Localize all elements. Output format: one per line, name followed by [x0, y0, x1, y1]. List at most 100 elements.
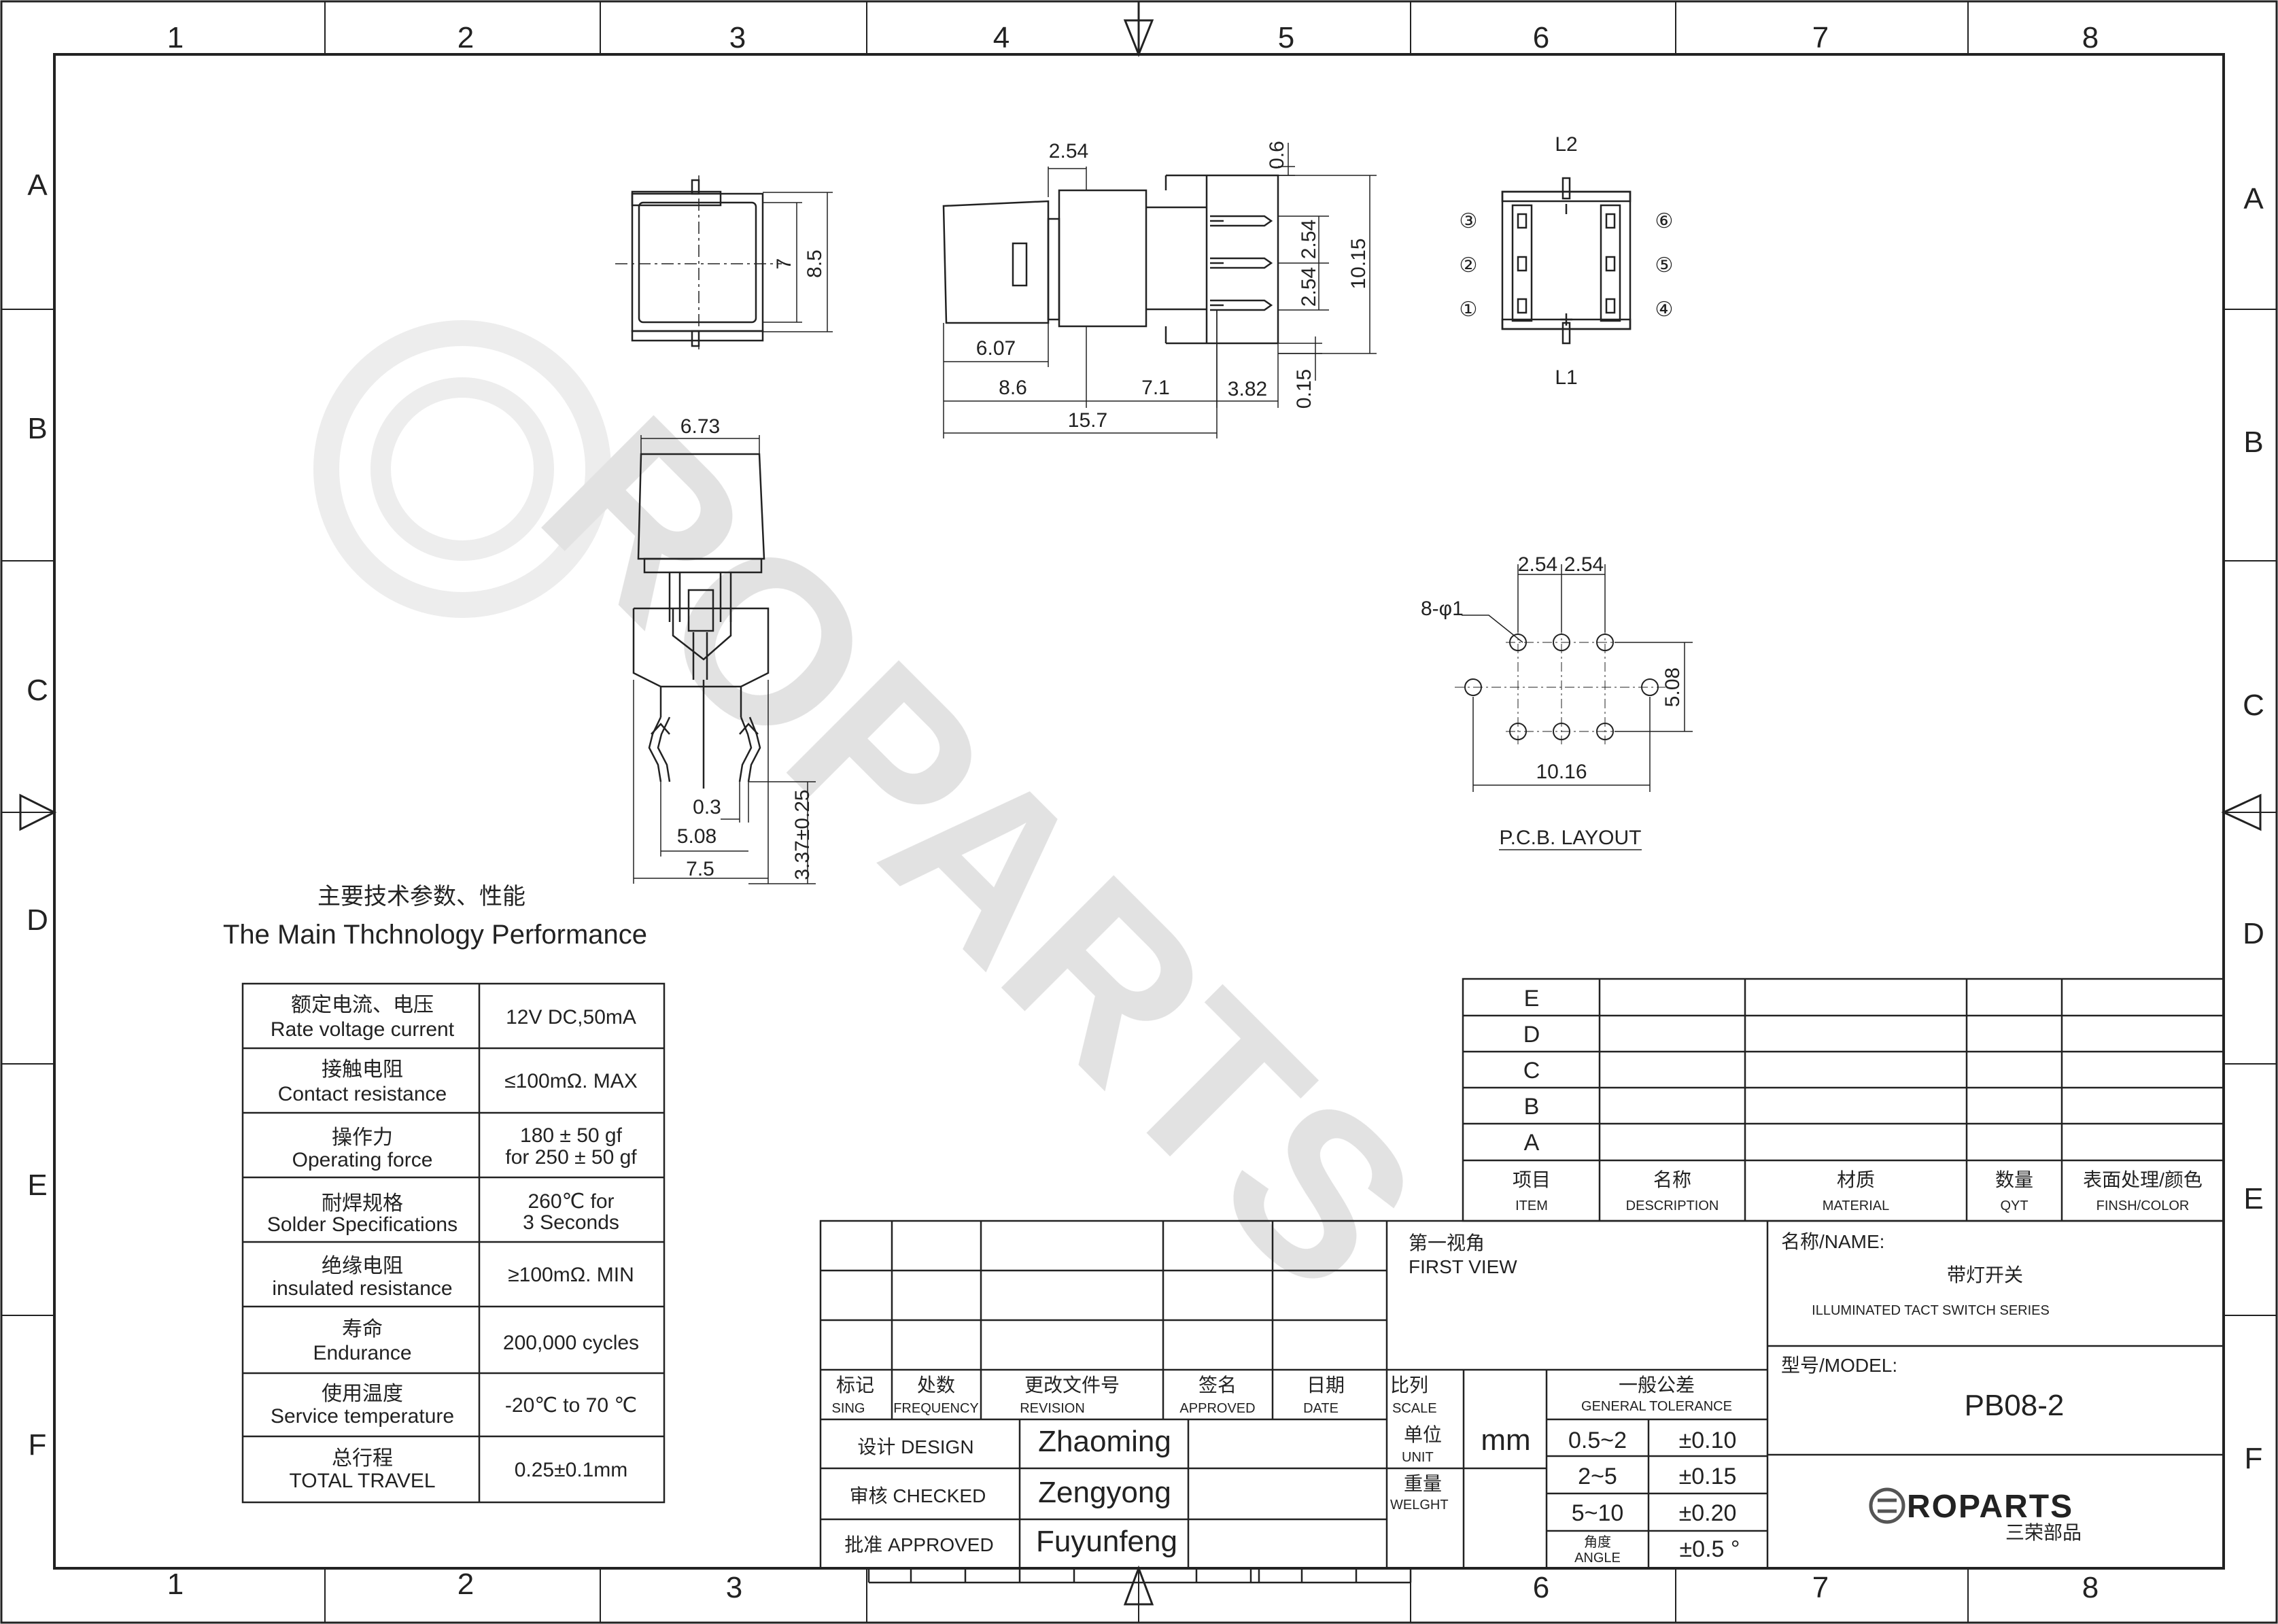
angle-cn: 角度	[1584, 1534, 1611, 1550]
approved-name: Fuyunfeng	[1036, 1525, 1177, 1558]
model-label: 型号/MODEL:	[1781, 1355, 1897, 1376]
pcb-layout	[1455, 564, 1693, 850]
signatories: 设计 DESIGN Zhaoming 审核 CHECKED Zengyong 批…	[844, 1425, 1177, 1558]
bom-row-b: B	[1524, 1094, 1540, 1120]
revision-headers: 标记 SING 处数 FREQUENCY 更改文件号 REVISION 签名 A…	[832, 1375, 1345, 1416]
pcb-width: 10.16	[1536, 761, 1587, 783]
angle-value: ±0.5 °	[1680, 1536, 1740, 1562]
dim-front-5-08: 5.08	[677, 825, 717, 848]
dim-top-inner: 7	[773, 258, 795, 270]
tolerance-cn: 一般公差	[1619, 1375, 1695, 1396]
unit-value: mm	[1481, 1423, 1530, 1457]
performance-title-cn: 主要技术参数、性能	[317, 884, 525, 910]
rev-revision-en: REVISION	[1020, 1401, 1085, 1416]
dim-side-2-54-top: 2.54	[1049, 140, 1088, 162]
zone-col-3-bottom: 3	[726, 1571, 742, 1604]
perf-row-5-label-en: insulated resistance	[272, 1277, 452, 1300]
zone-row-c-right: C	[2243, 689, 2264, 722]
bom-row-d: D	[1523, 1022, 1540, 1048]
perf-row-4-label-cn: 耐焊规格	[322, 1192, 403, 1215]
design-name: Zhaoming	[1038, 1425, 1171, 1458]
weight-cn: 重量	[1404, 1473, 1442, 1494]
perf-row-7-label-cn: 使用温度	[322, 1383, 403, 1405]
unit-en: UNIT	[1402, 1450, 1434, 1465]
dim-side-0-6: 0.6	[1266, 141, 1288, 169]
bom-row-a: A	[1524, 1130, 1540, 1156]
pin-label-l2: L2	[1555, 133, 1577, 156]
zone-row-b-left: B	[27, 412, 47, 445]
perf-row-8-value: 0.25±0.1mm	[515, 1459, 628, 1481]
tolerance-en: GENERAL TOLERANCE	[1581, 1399, 1732, 1414]
zone-col-1-top: 1	[167, 21, 184, 54]
zone-col-8-top: 8	[2082, 21, 2099, 54]
pcb-pitch-b: 2.54	[1564, 553, 1604, 576]
rev-date-cn: 日期	[1307, 1375, 1345, 1396]
logo-cn: 三荣部品	[2005, 1522, 2082, 1543]
perf-row-7-value: -20℃ to 70 ℃	[505, 1394, 637, 1417]
rev-date-en: DATE	[1303, 1401, 1339, 1416]
dim-front-7-5: 7.5	[686, 858, 714, 880]
view-scale-info: 第一视角 FIRST VIEW 比列 SCALE 单位 UNIT mm 重量 W…	[1390, 1232, 1531, 1513]
pin-label-6: ⑥	[1655, 210, 1674, 232]
dim-side-2-54-b: 2.54	[1298, 267, 1320, 307]
name-en: ILLUMINATED TACT SWITCH SERIES	[1812, 1303, 2050, 1318]
zone-col-1-bottom: 1	[167, 1568, 184, 1601]
company-logo: ROPARTS 三荣部品	[1869, 1487, 2082, 1543]
bom-header-qty-en: QYT	[2000, 1198, 2028, 1213]
pin-label-3: ③	[1460, 210, 1478, 232]
dim-side-10-15: 10.15	[1347, 238, 1370, 289]
pin-label-4: ④	[1655, 298, 1674, 321]
perf-row-8-label-en: TOTAL TRAVEL	[289, 1470, 435, 1492]
zone-row-f-left: F	[29, 1428, 47, 1462]
checked-name: Zengyong	[1038, 1476, 1171, 1509]
dim-side-8-6: 8.6	[999, 377, 1027, 399]
bom-row-e: E	[1524, 986, 1540, 1012]
pin-label-1: ①	[1460, 298, 1478, 321]
scale-en: SCALE	[1392, 1401, 1437, 1416]
first-view-cn: 第一视角	[1409, 1232, 1485, 1254]
zone-row-f-right: F	[2245, 1442, 2263, 1475]
centering-marks	[19, 1, 2262, 1606]
approved-label: 批准 APPROVED	[844, 1534, 993, 1555]
zone-col-7-bottom: 7	[1812, 1571, 1829, 1604]
design-label: 设计 DESIGN	[857, 1436, 973, 1457]
performance-table	[241, 982, 666, 1504]
perf-row-3-label-en: Operating force	[292, 1149, 433, 1171]
zone-col-2-top: 2	[458, 21, 474, 54]
bom-header-finish-cn: 表面处理/颜色	[2083, 1169, 2203, 1190]
zone-row-b-right: B	[2243, 426, 2263, 459]
perf-row-5-value: ≥100mΩ. MIN	[508, 1264, 634, 1286]
dim-side-7-1: 7.1	[1141, 377, 1170, 399]
perf-row-3-label-cn: 操作力	[332, 1126, 393, 1149]
rev-approved-en: APPROVED	[1179, 1401, 1255, 1416]
side-view	[942, 174, 1279, 345]
zone-col-3-top: 3	[729, 21, 746, 54]
perf-row-2-label-en: Contact resistance	[278, 1083, 447, 1105]
perf-row-8-label-cn: 总行程	[332, 1447, 393, 1470]
bom-header-item-cn: 项目	[1513, 1169, 1551, 1190]
dim-front-0-3: 0.3	[693, 796, 721, 818]
bom-header-finish-en: FINSH/COLOR	[2096, 1198, 2190, 1213]
perf-row-2-value: ≤100mΩ. MAX	[504, 1070, 638, 1092]
performance-title-en: The Main Thchnology Performance	[223, 920, 647, 950]
perf-row-6-label-cn: 寿命	[342, 1318, 383, 1341]
pin-label-l1: L1	[1555, 366, 1577, 389]
zone-col-8-bottom: 8	[2082, 1571, 2099, 1604]
perf-row-1-label-cn: 额定电流、电压	[291, 994, 434, 1016]
logo-text: ROPARTS	[1907, 1489, 2073, 1525]
watermark: ROPARTS	[313, 320, 1465, 1338]
zone-col-7-top: 7	[1812, 21, 1829, 54]
dim-front-3-37: 3.37±0.25	[791, 789, 814, 880]
tol-range-3: 5~10	[1572, 1500, 1624, 1526]
dim-top-outer: 8.5	[804, 249, 826, 278]
tol-range-2: 2~5	[1578, 1464, 1617, 1489]
bom-table	[1462, 978, 2225, 1222]
zone-row-d-right: D	[2243, 917, 2264, 950]
perf-row-5-label-cn: 绝缘电阻	[322, 1255, 403, 1277]
rev-freq-en: FREQUENCY	[893, 1401, 979, 1416]
zone-row-a-left: A	[27, 169, 48, 202]
name-label: 名称/NAME:	[1781, 1231, 1884, 1252]
zone-col-4-top: 4	[993, 21, 1009, 54]
front-view-dims	[633, 435, 816, 884]
